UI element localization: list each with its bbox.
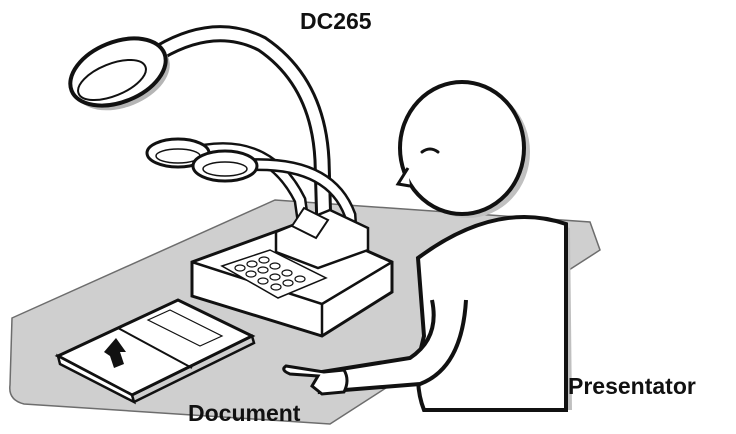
document-label: Document <box>188 400 301 426</box>
open-book <box>54 298 256 405</box>
lamp-arms <box>198 142 359 252</box>
up-arrow-icon <box>104 338 126 368</box>
camera-head <box>68 36 170 111</box>
lamp-right <box>191 149 259 183</box>
presenter-label: Presentator <box>568 373 696 399</box>
camera-arm <box>151 25 333 237</box>
control-buttons <box>234 256 306 291</box>
device-label: DC265 <box>300 8 372 34</box>
camera-base <box>190 206 394 338</box>
presenter-figure <box>282 80 572 412</box>
